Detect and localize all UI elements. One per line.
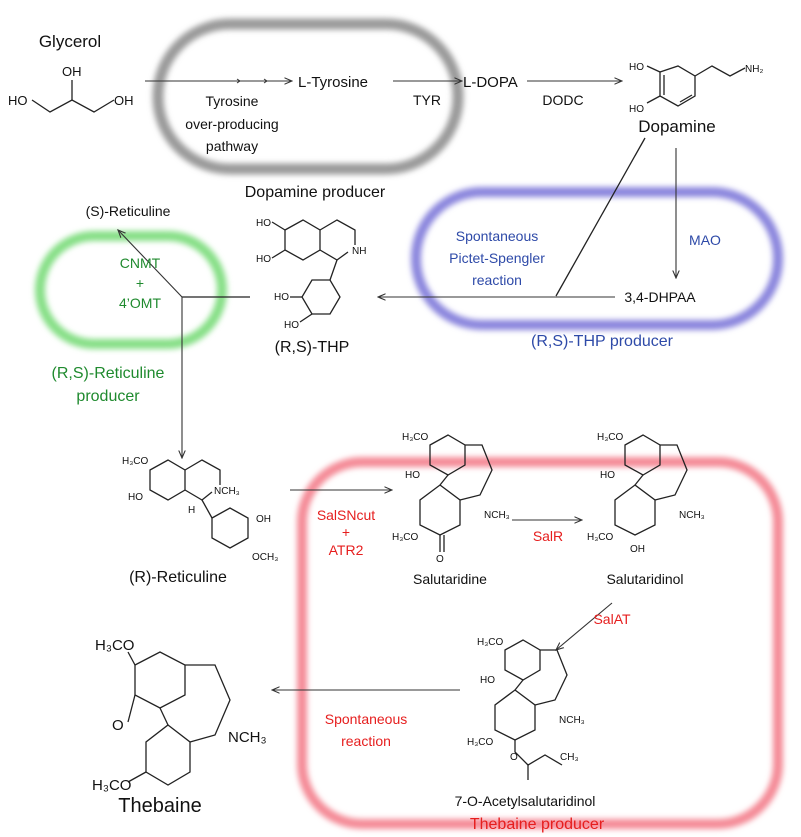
thebaine-structure: H₃CO O NCH₃ H₃CO <box>92 637 267 794</box>
reticuline-producer-line1: (R,S)-Reticuline <box>52 365 165 382</box>
svg-text:H₃CO: H₃CO <box>392 532 419 543</box>
svg-text:O: O <box>510 752 518 763</box>
thp-producer-label: (R,S)-THP producer <box>531 333 674 350</box>
spontaneous-line2: reaction <box>341 733 391 749</box>
salutaridine-structure: H₃CO HO NCH₃ H₃CO O <box>392 432 510 565</box>
svg-text:H₃CO: H₃CO <box>477 637 504 648</box>
salutaridine-label: Salutaridine <box>413 571 487 587</box>
cnmt-line3: 4’OMT <box>119 295 161 311</box>
svg-text:H: H <box>188 505 195 516</box>
svg-text:H₃CO: H₃CO <box>95 637 134 654</box>
svg-text:HO: HO <box>629 62 644 73</box>
cnmt-line2: + <box>136 275 144 291</box>
svg-text:H₃CO: H₃CO <box>92 777 131 794</box>
svg-text:HO: HO <box>284 320 299 331</box>
pictet-spengler-line2: Pictet-Spengler <box>449 250 545 266</box>
svg-text:NCH₃: NCH₃ <box>559 715 585 726</box>
arrow-to-s-reticuline <box>118 230 183 298</box>
reticuline-producer-line2: producer <box>76 388 140 405</box>
salsncut-line2: + <box>342 524 350 540</box>
svg-text:CH₃: CH₃ <box>560 752 579 763</box>
svg-text:OH: OH <box>630 544 645 555</box>
thebaine-producer-label: Thebaine producer <box>470 816 605 833</box>
svg-text:OH: OH <box>114 93 134 108</box>
svg-text:H₃CO: H₃CO <box>122 456 149 467</box>
s-reticuline-label: (S)-Reticuline <box>86 203 171 219</box>
svg-text:HO: HO <box>480 675 495 686</box>
dhpaa-label: 3,4-DHPAA <box>624 289 696 305</box>
svg-text:H₃CO: H₃CO <box>467 737 494 748</box>
svg-text:NH₂: NH₂ <box>745 64 763 75</box>
tyrosine-pathway-line3: pathway <box>206 138 258 154</box>
svg-text:H₃CO: H₃CO <box>587 532 614 543</box>
glycerol-label: Glycerol <box>39 32 101 51</box>
acetylsalutaridinol-structure: H₃CO HO NCH₃ H₃CO O CH₃ <box>467 637 585 780</box>
salutaridinol-label: Salutaridinol <box>606 571 683 587</box>
tyrosine-pathway-line1: Tyrosine <box>206 93 259 109</box>
svg-text:NCH₃: NCH₃ <box>679 510 705 521</box>
svg-text:NCH₃: NCH₃ <box>214 486 240 497</box>
thebaine-label: Thebaine <box>118 795 201 817</box>
svg-text:HO: HO <box>405 470 420 481</box>
svg-text:OCH₃: OCH₃ <box>252 552 278 563</box>
salat-enzyme: SalAT <box>593 611 631 627</box>
svg-text:HO: HO <box>600 470 615 481</box>
dodc-enzyme: DODC <box>542 92 583 108</box>
salsncut-line3: ATR2 <box>329 542 364 558</box>
tyr-enzyme: TYR <box>413 92 441 108</box>
svg-text:HO: HO <box>8 93 28 108</box>
thp-structure: HO HO NH HO HO <box>256 218 366 331</box>
svg-text:NH: NH <box>352 246 366 257</box>
cnmt-line1: CNMT <box>120 255 161 271</box>
svg-text:NCH₃: NCH₃ <box>228 729 267 746</box>
thp-module-outline <box>411 187 783 330</box>
pictet-spengler-line <box>555 137 646 297</box>
arrow-salutaridinol-acetyl <box>556 602 613 650</box>
r-reticuline-structure: H₃CO HO NCH₃ H OH OCH₃ <box>122 456 278 563</box>
l-tyrosine-label: L-Tyrosine <box>298 74 368 91</box>
thebaine-module-outline <box>297 457 783 829</box>
pictet-spengler-line1: Spontaneous <box>456 228 539 244</box>
svg-text:HO: HO <box>274 292 289 303</box>
thp-label: (R,S)-THP <box>275 339 350 356</box>
svg-text:H₃CO: H₃CO <box>597 432 624 443</box>
spontaneous-line1: Spontaneous <box>325 711 408 727</box>
acetylsalutaridinol-label: 7-O-Acetylsalutaridinol <box>455 793 596 809</box>
svg-text:H₃CO: H₃CO <box>402 432 429 443</box>
r-reticuline-label: (R)-Reticuline <box>129 569 227 586</box>
l-dopa-label: L-DOPA <box>463 74 518 91</box>
svg-text:O: O <box>436 554 444 565</box>
pictet-spengler-line3: reaction <box>472 272 522 288</box>
svg-text:OH: OH <box>62 64 82 79</box>
salsncut-line1: SalSNcut <box>317 507 375 523</box>
svg-text:NCH₃: NCH₃ <box>484 510 510 521</box>
dopamine-producer-label: Dopamine producer <box>245 184 386 201</box>
glycerol-structure: OH HO OH <box>8 64 134 113</box>
svg-text:HO: HO <box>629 104 644 115</box>
dopamine-structure: HO HO NH₂ <box>629 62 763 115</box>
svg-text:OH: OH <box>256 514 271 525</box>
svg-text:HO: HO <box>256 254 271 265</box>
salutaridinol-structure: H₃CO HO NCH₃ H₃CO OH <box>587 432 705 555</box>
mao-enzyme: MAO <box>689 232 721 248</box>
dopamine-label: Dopamine <box>638 117 716 136</box>
salr-enzyme: SalR <box>533 528 563 544</box>
dopamine-module-outline <box>152 18 464 175</box>
tyrosine-pathway-line2: over-producing <box>185 116 278 132</box>
svg-text:HO: HO <box>128 492 143 503</box>
reticuline-module-outline <box>35 231 227 349</box>
svg-text:HO: HO <box>256 218 271 229</box>
svg-text:O: O <box>112 717 124 734</box>
